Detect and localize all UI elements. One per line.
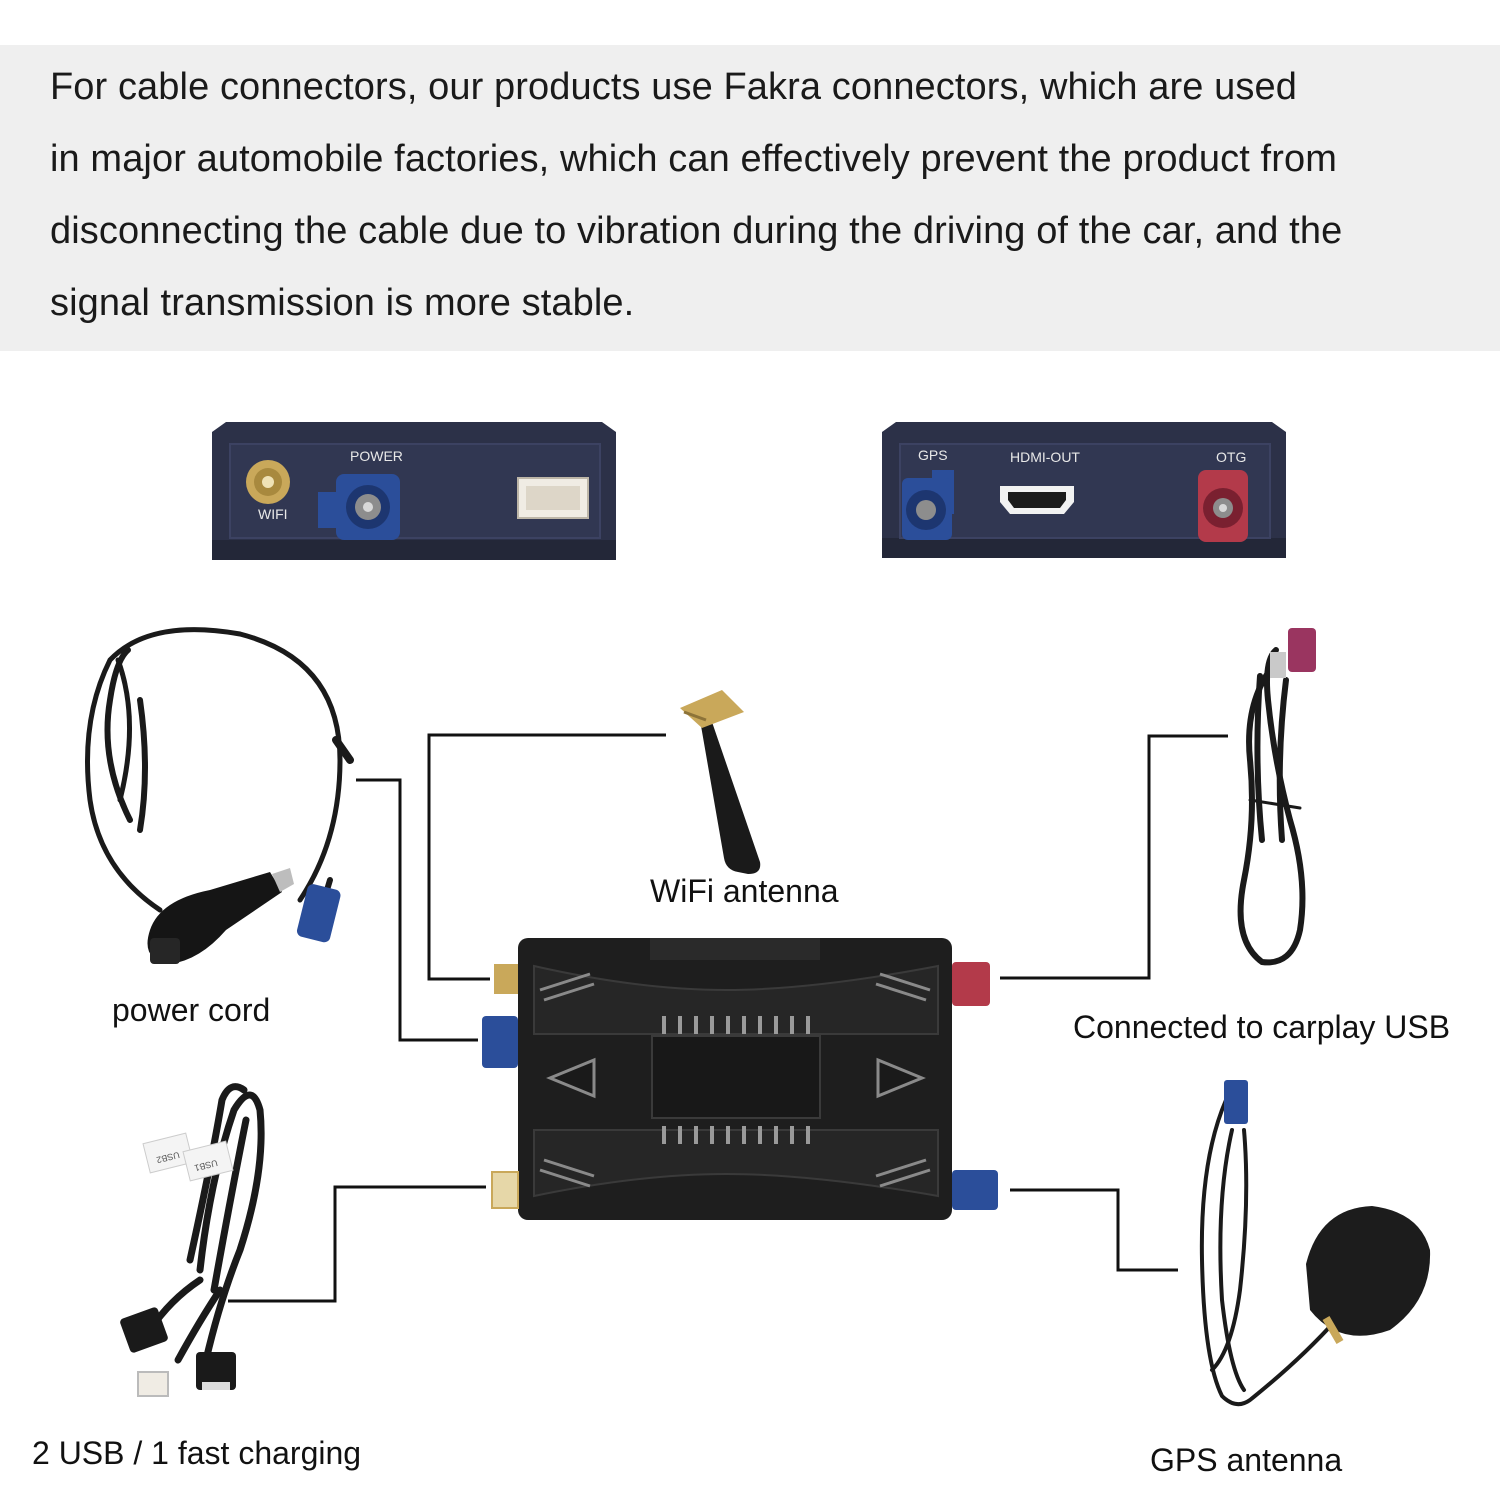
fakra-plug-blue-icon — [296, 884, 341, 943]
label-usb-charging: 2 USB / 1 fast charging — [32, 1435, 362, 1471]
carplay-box-device — [482, 938, 998, 1220]
fakra-gps-connector-icon — [902, 470, 954, 540]
label-power-cord: power cord — [112, 992, 271, 1028]
port-label-power: POWER — [350, 448, 403, 464]
arrow-right-icon — [876, 1057, 926, 1099]
side-vents — [539, 972, 931, 1188]
vent-slots-bottom — [662, 1126, 810, 1144]
fakra-power-connector-icon — [318, 474, 400, 540]
info-banner — [0, 45, 1500, 351]
end-panel-left: WIFI POWER — [212, 422, 616, 560]
power-cord-icon — [85, 627, 354, 923]
label-carplay-usb: Connected to carplay USB — [1073, 1009, 1451, 1045]
banner-line-3: disconnecting the cable due to vibration… — [50, 210, 1343, 252]
car-charger-plug-icon — [147, 868, 294, 964]
fakra-otg-connector-icon — [1198, 470, 1248, 542]
device-usb-header-icon — [491, 1171, 519, 1209]
pin-header-connector-icon — [517, 477, 589, 519]
gps-antenna-puck-icon — [1306, 1206, 1431, 1345]
wifi-antenna-icon — [680, 690, 761, 874]
sma-connector-icon — [246, 460, 290, 504]
label-gps-antenna: GPS antenna — [1150, 1442, 1343, 1478]
hdmi-port-icon — [1000, 486, 1074, 514]
device-gps-port-icon — [952, 1170, 998, 1210]
leader-lines — [228, 733, 1228, 1303]
usb-connectors-icon: USB2 USB1 — [120, 1132, 236, 1397]
carplay-usb-cable-icon — [1237, 647, 1306, 966]
device-otg-port-icon — [952, 962, 990, 1006]
port-label-hdmi: HDMI-OUT — [1010, 449, 1080, 465]
banner-line-4: signal transmission is more stable. — [50, 282, 635, 324]
banner-line-2: in major automobile factories, which can… — [50, 138, 1337, 180]
arrow-left-icon — [546, 1057, 596, 1099]
device-wifi-port-icon — [494, 964, 518, 994]
fakra-gps-plug-icon — [1224, 1080, 1248, 1124]
banner-line-1: For cable connectors, our products use F… — [50, 66, 1297, 108]
port-label-otg: OTG — [1216, 449, 1246, 465]
port-label-wifi: WIFI — [258, 506, 288, 522]
end-panel-right: GPS HDMI-OUT OTG — [882, 422, 1286, 558]
usb-cable-icon — [146, 1083, 265, 1364]
fakra-plug-violet-icon — [1270, 628, 1316, 678]
gps-antenna-cable-icon — [1199, 1098, 1338, 1407]
port-label-gps: GPS — [918, 447, 948, 463]
vent-slots-top — [662, 1016, 810, 1034]
device-power-port-icon — [482, 1016, 518, 1068]
label-wifi-antenna: WiFi antenna — [650, 873, 839, 909]
